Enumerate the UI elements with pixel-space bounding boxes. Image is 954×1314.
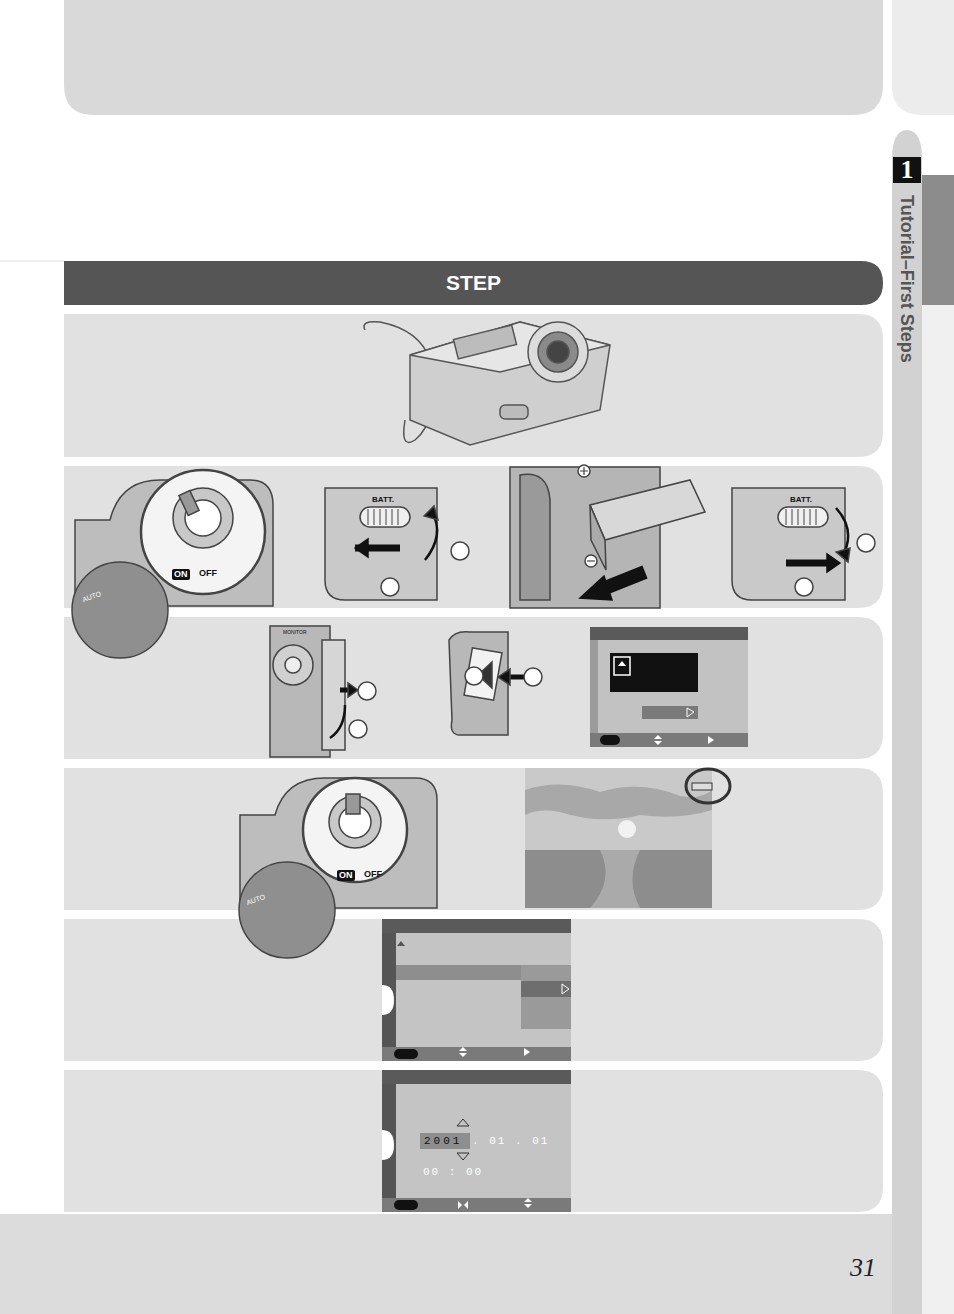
chapter-number: 1 [893,157,921,183]
cover-label: BATT. [790,496,812,504]
chapter-title: Tutorial–First Steps [896,195,918,363]
step-band: STEP [64,261,883,305]
chapter-tab: 1Tutorial–First Steps [892,150,922,420]
date-field: 2001 [424,1136,462,1147]
switch-label: ON [337,870,355,881]
page-number: 31 [850,1255,876,1281]
step-heading: STEP [64,261,883,305]
switch-label: OFF [199,569,217,578]
date-field: . 01 . 01 [472,1136,549,1147]
cover-label: BATT. [372,496,394,504]
switch-label: ON [172,569,190,580]
switch-label: OFF [364,870,382,879]
time-field: 00 : 00 [423,1167,483,1178]
button-label: MONITOR [283,630,307,635]
